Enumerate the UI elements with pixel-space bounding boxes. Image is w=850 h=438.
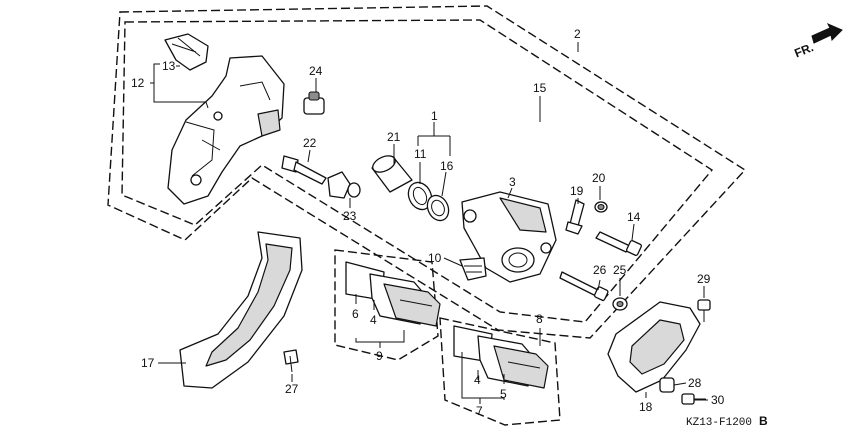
pin-bolt-22 — [281, 155, 327, 185]
label-30: 30 — [711, 393, 725, 407]
label-14: 14 — [627, 210, 641, 224]
leader-lines — [150, 42, 708, 404]
label-16: 16 — [440, 159, 454, 173]
pad-pin-26 — [559, 271, 609, 301]
label-4-upper: 4 — [370, 313, 377, 327]
label-2: 2 — [574, 27, 581, 41]
label-12: 12 — [131, 76, 145, 90]
label-6: 6 — [352, 307, 359, 321]
label-11: 11 — [414, 147, 427, 161]
pad-pin-plug-25 — [612, 297, 628, 311]
label-27: 27 — [285, 382, 299, 396]
label-10: 10 — [428, 251, 442, 265]
pin-boot-23 — [327, 171, 361, 199]
plate-bolt-29 — [697, 299, 711, 322]
label-1: 1 — [431, 109, 438, 123]
label-7: 7 — [476, 404, 483, 418]
label-3: 3 — [509, 175, 516, 189]
part-number-labels: 2 13 12 24 15 1 21 22 11 16 3 20 19 23 1… — [131, 27, 725, 418]
pad-spring-10 — [459, 257, 487, 281]
label-26: 26 — [593, 263, 607, 277]
label-25: 25 — [613, 263, 627, 277]
caliper-bracket-12 — [167, 55, 285, 205]
front-direction-arrow-icon — [811, 23, 843, 44]
label-29: 29 — [697, 272, 711, 286]
diagram-code: KZ13-F1200 — [686, 417, 752, 429]
label-19: 19 — [570, 184, 584, 198]
bleeder-valve-19 — [565, 199, 585, 235]
pad-set-9-boundary — [334, 249, 439, 361]
diagram-code-suffix: B — [759, 414, 768, 428]
bleeder-plug-24 — [303, 91, 325, 115]
label-13: 13 — [162, 59, 176, 73]
label-4-lower: 4 — [474, 373, 481, 387]
collar-28 — [659, 377, 675, 393]
assembly-15-boundary — [121, 19, 714, 323]
dust-seal-11 — [407, 181, 433, 211]
label-24: 24 — [309, 64, 323, 78]
label-9: 9 — [376, 349, 383, 363]
bleeder-cap-20 — [594, 201, 608, 213]
label-18: 18 — [639, 400, 653, 414]
label-5: 5 — [500, 387, 507, 401]
label-17: 17 — [141, 356, 155, 370]
disc-guard-17 — [179, 231, 303, 389]
label-28: 28 — [688, 376, 702, 390]
plate-bolt-30 — [681, 393, 706, 405]
brake-pad-set-9 — [345, 261, 441, 327]
label-8: 8 — [536, 312, 543, 326]
label-21: 21 — [387, 130, 401, 144]
label-23: 23 — [343, 209, 357, 223]
pad-spring-clip-13 — [164, 33, 209, 71]
label-22: 22 — [303, 136, 317, 150]
front-direction-label: FR. — [792, 40, 815, 60]
guard-bolt-27 — [283, 349, 299, 373]
slide-pin-14 — [595, 231, 642, 256]
label-20: 20 — [592, 171, 606, 185]
caliper-body-3 — [461, 191, 557, 283]
caliper-guard-plate-18 — [607, 301, 701, 393]
piston-seal-16 — [426, 194, 450, 222]
caliper-piston-21 — [371, 155, 413, 193]
pad-set-7-boundary — [439, 317, 561, 426]
label-15: 15 — [533, 81, 547, 95]
brake-pad-set-7 — [453, 325, 549, 389]
